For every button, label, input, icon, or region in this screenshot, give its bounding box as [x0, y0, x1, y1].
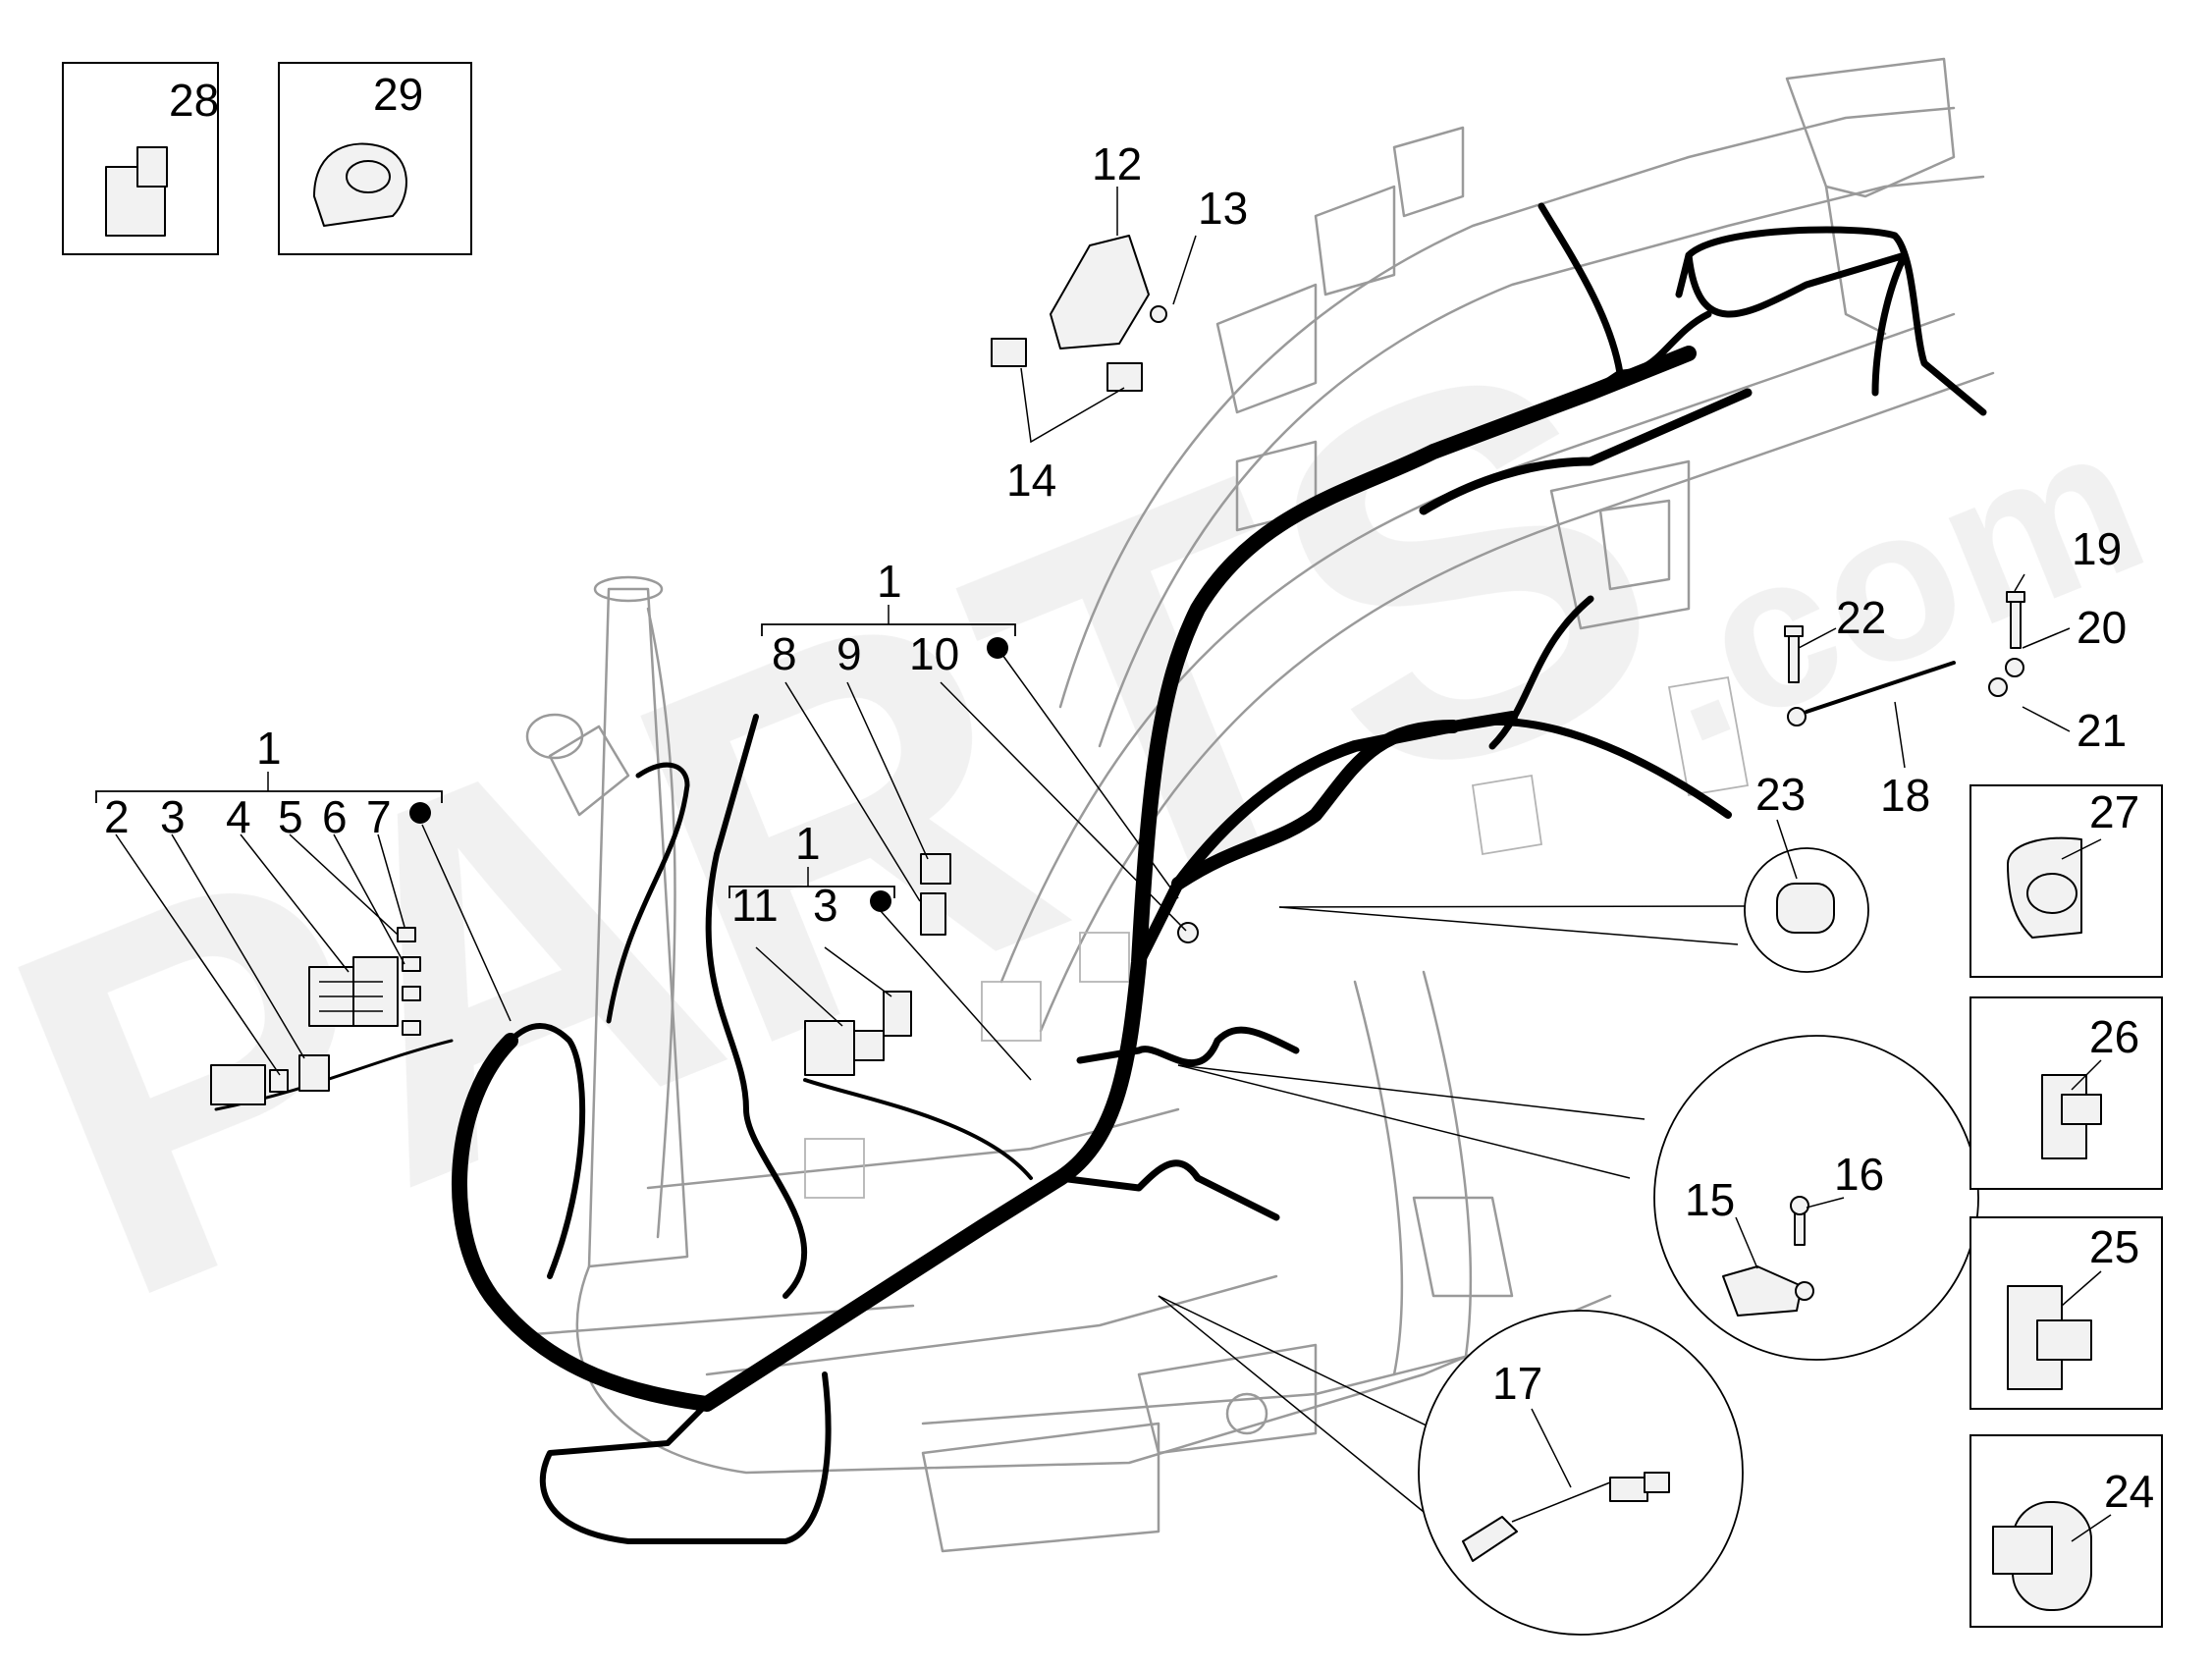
detail-circle-23: [1744, 847, 1869, 973]
callout-1-top: 1: [877, 556, 902, 607]
callout-22: 22: [1836, 592, 1886, 643]
callout-17: 17: [1492, 1358, 1542, 1409]
callout-labels: 28 29 12 13 14 1 8 9 10 1 2 3 4 5 6 7 1 …: [104, 69, 2154, 1542]
callout-6: 6: [322, 791, 348, 842]
callout-8: 8: [772, 628, 797, 679]
callout-19: 19: [2072, 523, 2122, 574]
bullet-dot-left: [409, 802, 431, 824]
connector-cluster-left: [210, 927, 421, 1105]
callout-7: 7: [366, 791, 392, 842]
callout-3-center: 3: [813, 880, 838, 931]
callout-14: 14: [1006, 455, 1056, 506]
callout-11: 11: [731, 880, 779, 931]
callout-5: 5: [278, 791, 303, 842]
clip-12-group: [991, 235, 1167, 392]
callout-28: 28: [169, 75, 219, 126]
box-25: [1969, 1216, 2163, 1410]
box-28: [62, 62, 219, 255]
callout-12: 12: [1092, 138, 1142, 189]
callout-1-left: 1: [256, 723, 282, 774]
bullet-dot-center: [870, 890, 891, 912]
connector-cluster-center: [804, 853, 1199, 1076]
bullet-dot-top: [987, 637, 1008, 659]
callout-29: 29: [373, 69, 423, 120]
callout-25: 25: [2089, 1221, 2139, 1272]
detail-circle-15-16: [1653, 1035, 1979, 1361]
callout-20: 20: [2077, 602, 2127, 653]
callout-21: 21: [2077, 705, 2127, 756]
callout-9: 9: [836, 628, 862, 679]
detail-circle-17: [1418, 1310, 1744, 1636]
callout-27: 27: [2089, 786, 2139, 837]
callout-15: 15: [1685, 1174, 1735, 1225]
callout-26: 26: [2089, 1011, 2139, 1062]
callout-23: 23: [1755, 769, 1806, 820]
callout-18: 18: [1880, 770, 1930, 821]
callout-16: 16: [1834, 1149, 1884, 1200]
box-29: [278, 62, 472, 255]
callout-24: 24: [2104, 1466, 2154, 1517]
leader-lines: [95, 138, 2071, 1513]
ground-cable: [1784, 591, 2025, 726]
callout-2: 2: [104, 791, 130, 842]
callout-13: 13: [1198, 183, 1248, 234]
callout-1-center: 1: [795, 818, 821, 869]
callout-10: 10: [909, 628, 959, 679]
callout-4: 4: [226, 791, 251, 842]
box-27: [1969, 784, 2163, 978]
callout-3-left: 3: [160, 791, 186, 842]
main-wiring-harness: [214, 202, 1987, 1544]
box-26: [1969, 996, 2163, 1190]
box-24: [1969, 1434, 2163, 1628]
